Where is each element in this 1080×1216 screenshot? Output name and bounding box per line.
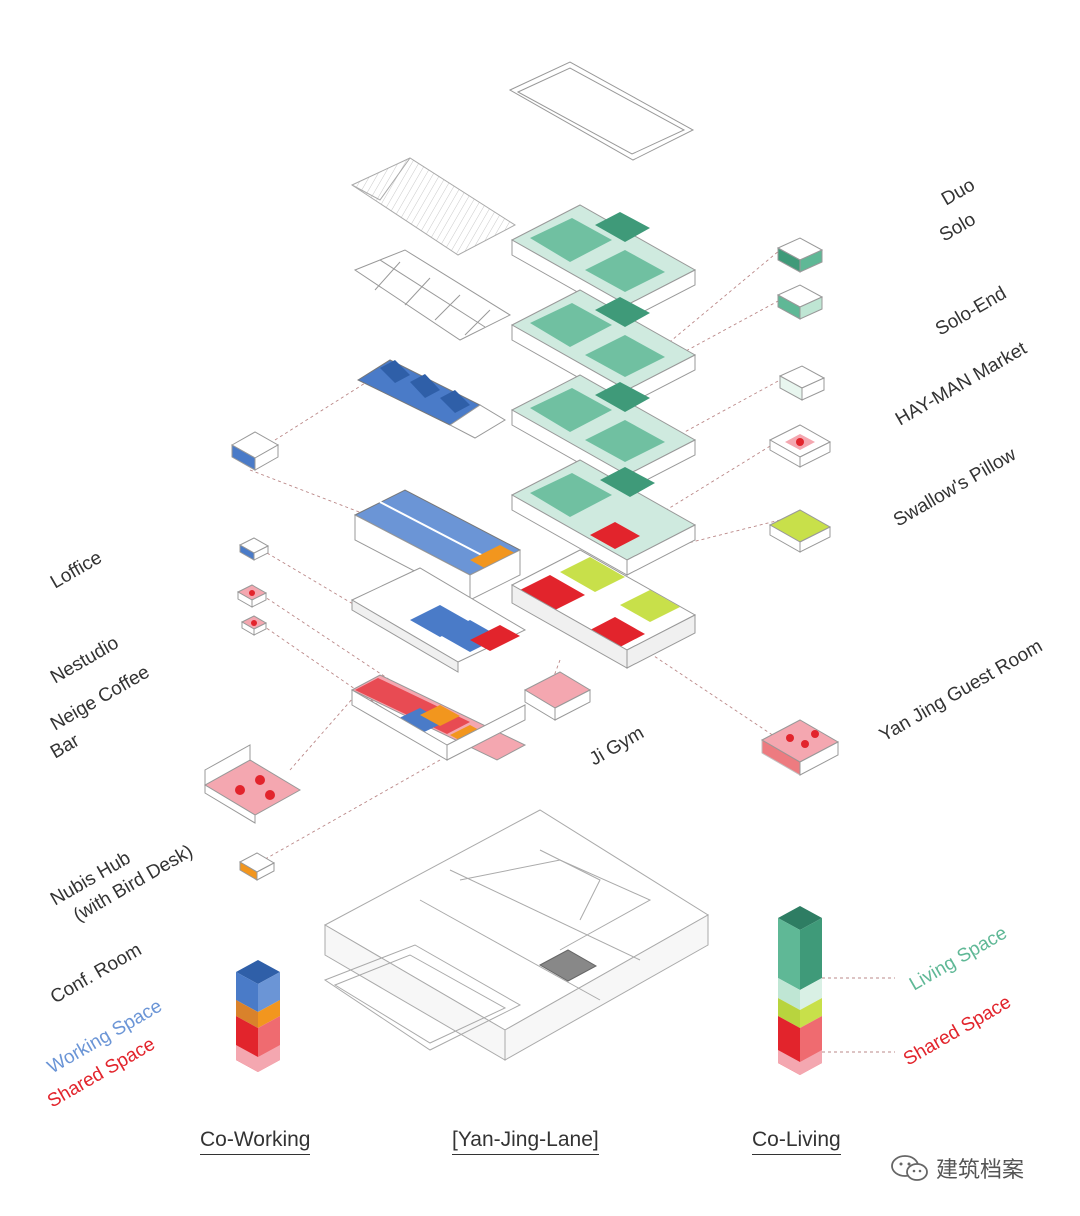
unit-ji-gym (523, 671, 592, 721)
caption-co-working: Co-Working (200, 1128, 311, 1155)
unit-swallows-pillow (768, 509, 832, 553)
watermark: 建筑档案 (890, 1152, 1024, 1184)
unit-conf-room (238, 852, 276, 881)
unit-loffice (230, 431, 280, 471)
coliving-floors (510, 204, 697, 576)
unit-solo (776, 284, 824, 320)
roof-truss (353, 249, 512, 341)
caption-yan-jing-lane: [Yan-Jing-Lane] (452, 1128, 599, 1155)
wechat-icon (891, 1155, 928, 1181)
coworking-legend-stack (236, 960, 280, 1072)
coworking-mid-floor (350, 567, 527, 673)
coliving-ground (510, 549, 697, 669)
site-plan (323, 809, 709, 1061)
unit-hayman-market (768, 424, 832, 468)
unit-yanjing-guest-room (760, 719, 840, 776)
unit-bar (240, 615, 268, 636)
watermark-text: 建筑档案 (936, 1158, 1025, 1183)
unit-nubis-hub (204, 744, 301, 824)
unit-duo (776, 237, 824, 273)
roof-slab (508, 61, 695, 161)
coliving-legend-stack (778, 906, 822, 1075)
caption-co-living: Co-Living (752, 1128, 841, 1155)
living-floor-4 (510, 459, 697, 576)
coworking-ground-floor (350, 674, 527, 761)
unit-neige-coffee (236, 584, 268, 608)
unit-solo-end (778, 365, 826, 401)
pitched-roof (350, 157, 516, 256)
unit-nestudio (238, 537, 270, 561)
coworking-upper-floor (353, 489, 522, 601)
coworking-roof (356, 359, 506, 439)
